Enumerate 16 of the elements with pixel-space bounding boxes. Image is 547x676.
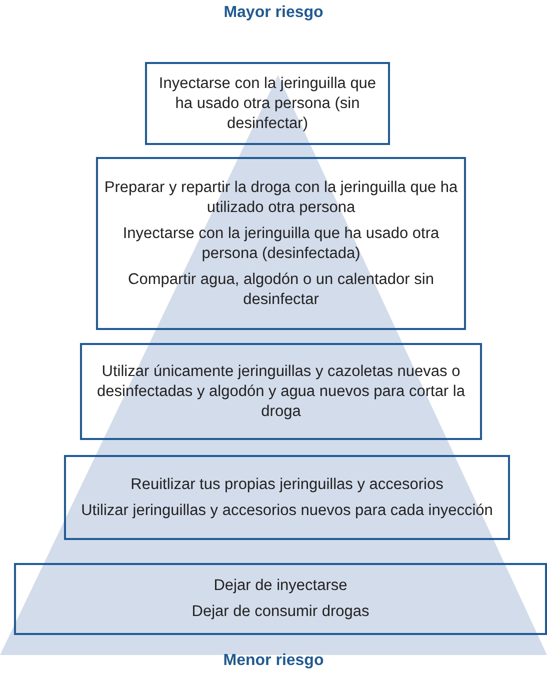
behavior-text: Dejar de consumir drogas [192,602,370,622]
risk-level-box [64,455,510,540]
risk-level-box [80,343,482,440]
risk-level-box [14,563,547,635]
behavior-text: Inyectarse con la jeringuilla que ha usado otra persona (desinfectada) [122,224,440,264]
risk-level-box [145,62,390,145]
risk-level-box [96,157,466,330]
risk-level-heading: Menor riesgo [223,652,324,669]
risk-level-heading: Mayor riesgo [224,4,324,21]
behavior-text: Utilizar únicamente jeringuillas y cazoletas nuevas o desinfectadas y algodón y agua nuevos para cortar la droga [96,362,466,422]
behavior-text: Utilizar jeringuillas y accesorios nuevos para cada inyección [81,500,493,520]
behavior-text: Compartir agua, algodón o un calentador sin desinfectar [127,270,435,310]
behavior-text: Dejar de inyectarse [214,576,348,596]
behavior-text: Reuitlizar tus propias jeringuillas y accesorios [130,474,444,494]
behavior-text: Preparar y repartir la droga con la jeringuilla que ha utilizado otra persona [104,178,458,218]
behavior-text: Inyectarse con la jeringuilla que ha usado otra persona (sin desinfectar) [158,74,378,134]
